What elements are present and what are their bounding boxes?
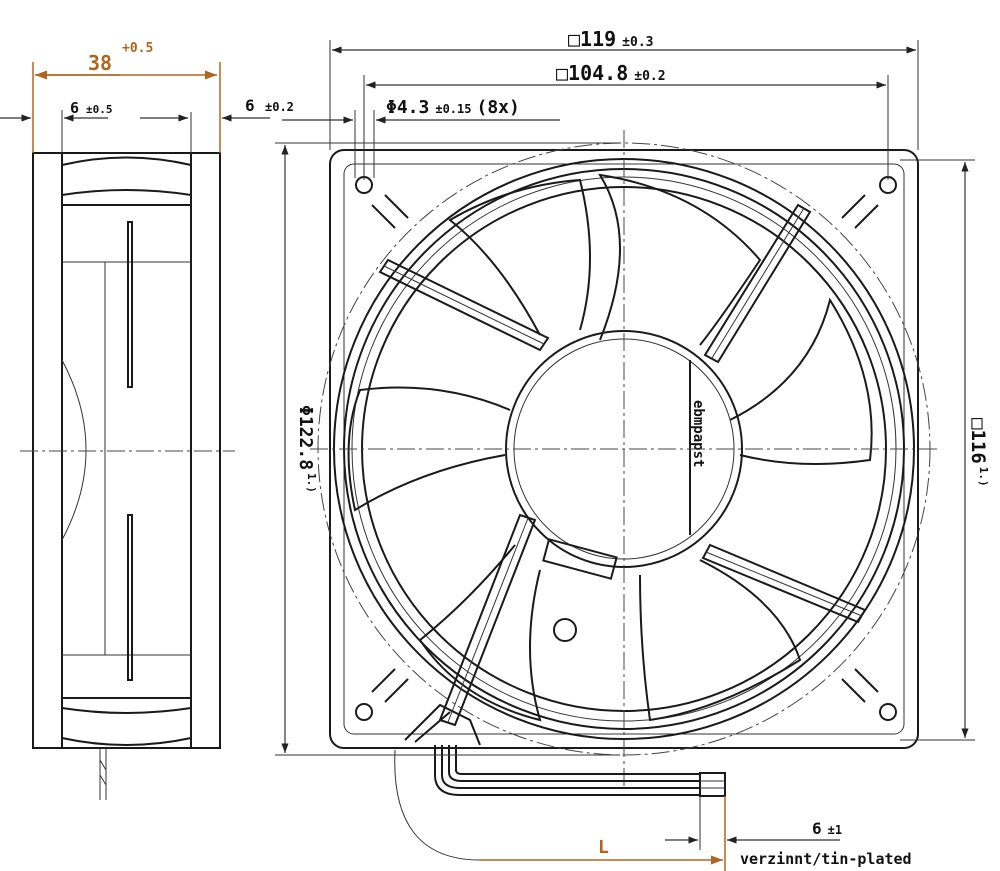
side-view [20,152,235,800]
svg-text:□104.8±0.2: □104.8 ±0.2 [556,61,666,85]
hole-diameter-tolerance: ±0.15 [435,102,471,116]
depth-dimension: 38 +0.5 [32,41,221,153]
fan-blades [347,173,873,722]
svg-text:□119±0.3: □119 ±0.3 [568,27,653,51]
guard-diameter-note: 1.) [305,473,318,493]
inner-square-note: 1.) [977,467,990,487]
hole-spacing-tolerance: ±0.2 [634,69,665,84]
guard-diameter-symbol: Φ [295,405,316,416]
hole-diameter-value: 4.3 [397,97,430,118]
guard-diameter-value: 122.8 [295,416,316,470]
hole-spacing-dimension: □104.8 ±0.2 [363,61,889,180]
svg-text:□1161.): □116 1.) [967,418,990,487]
guard-diameter-dimension: Φ122.8 1.) [275,142,620,756]
mounting-holes [355,176,897,721]
svg-text:Φ122.81.): Φ122.8 1.) [295,405,318,493]
hole-spacing-value: 104.8 [568,61,628,85]
frame-left-tolerance: ±0.5 [86,103,113,116]
stripped-length-value: 6 [812,819,822,838]
front-view: ebmpapst [310,130,940,790]
spokes [378,203,867,727]
outer-square-value: 119 [580,27,616,51]
inner-square-value: 116 [967,429,989,463]
outer-square-tolerance: ±0.3 [622,35,653,50]
hole-spacing-symbol: □ [556,61,568,85]
lead-length-dimension: L [480,796,726,871]
brand-label: ebmpapst [690,400,706,467]
hole-diameter-dimension: Φ4.3 ±0.15 (8x) [282,97,560,178]
frame-right-tolerance: ±0.2 [265,100,294,114]
frame-left-value: 6 [70,99,79,117]
frame-right-value: 6 [245,96,255,115]
stripped-length-dimension: 6 ±1 verzinnt/tin-plated [665,796,912,868]
lead-length-label: L [598,837,609,858]
frame-thickness-dimensions: 6 ±0.5 6 ±0.2 [0,96,294,153]
svg-text:6±1: 6 ±1 [812,819,842,838]
outer-square-symbol: □ [568,27,580,51]
inner-square-dimension: □116 1.) [900,159,990,741]
cable [394,745,726,861]
svg-text:Φ4.3±0.15(8x): Φ4.3 ±0.15 (8x) [386,97,520,118]
tin-plated-note: verzinnt/tin-plated [740,850,912,868]
depth-value: 38 [88,51,112,75]
inner-square-symbol: □ [967,418,989,430]
depth-tolerance: +0.5 [122,41,153,56]
stripped-length-tolerance: ±1 [828,823,842,837]
hole-diameter-symbol: Φ [386,97,397,118]
outer-square-dimension: □119±0.3 [329,27,919,150]
hole-count: (8x) [476,97,519,118]
